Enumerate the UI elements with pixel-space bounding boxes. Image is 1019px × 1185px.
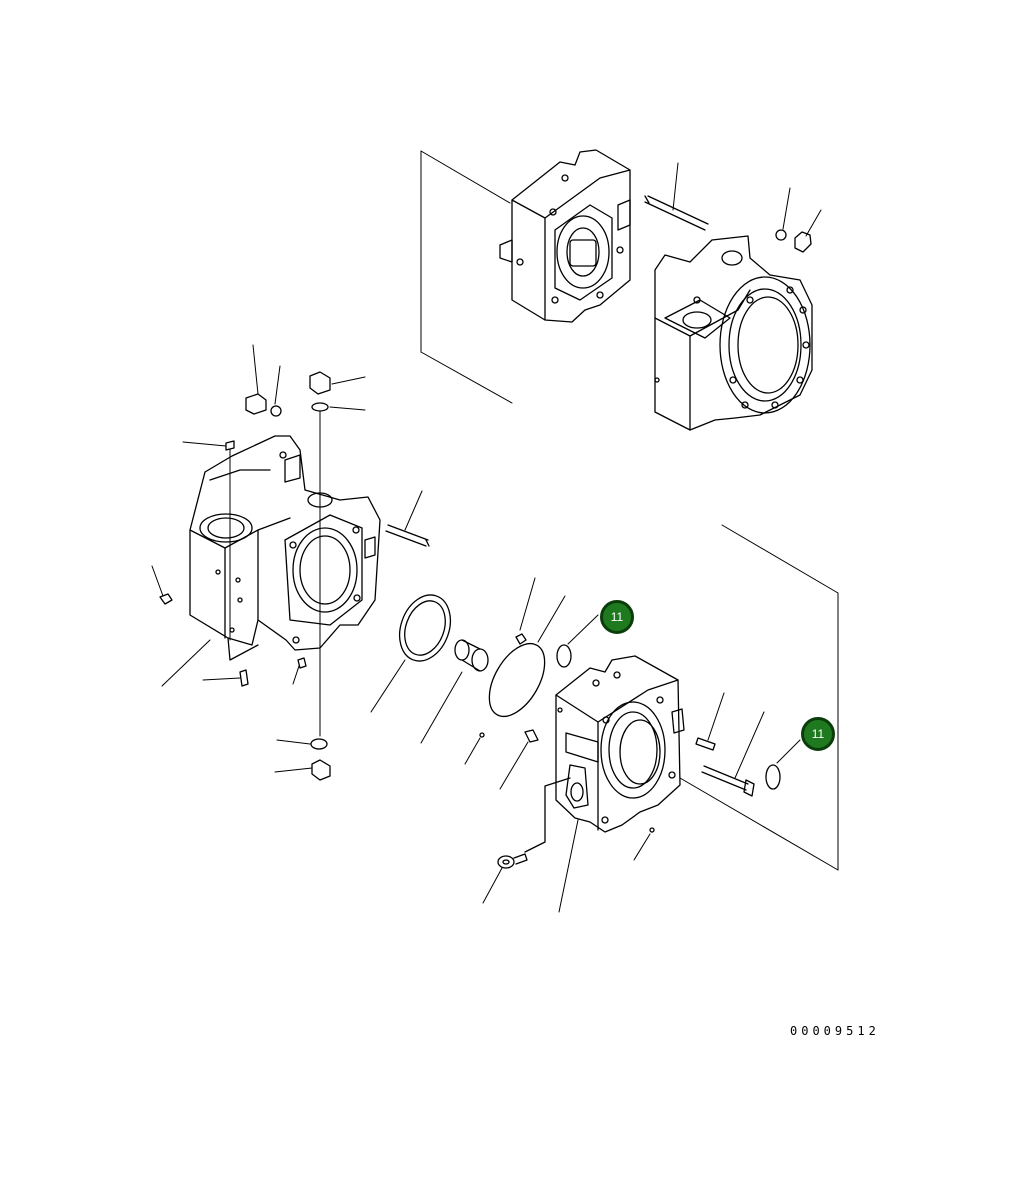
group-bracket-bottom <box>420 351 513 404</box>
o-ring-large <box>488 643 546 717</box>
valve-body <box>189 435 381 661</box>
screw-top <box>225 440 235 451</box>
top-assembly <box>420 149 822 431</box>
stud-bolt <box>385 490 430 547</box>
callout-lower-label: 11 <box>811 727 825 741</box>
bottom-right-assembly <box>482 524 839 913</box>
callout-upper-label: 11 <box>610 610 624 624</box>
seal-ring-outer <box>398 594 452 662</box>
ball <box>479 732 485 738</box>
callout-upper[interactable]: 11 <box>600 600 634 634</box>
nut <box>794 231 812 253</box>
dowel-pin <box>524 729 539 743</box>
end-cover <box>499 149 631 323</box>
screw-small <box>297 657 307 669</box>
plug-left <box>159 593 173 605</box>
left-assembly <box>151 344 430 781</box>
o-ring-top <box>311 402 329 412</box>
group-bracket-lower <box>679 777 839 871</box>
pin-left <box>239 669 249 687</box>
bolt <box>701 711 765 797</box>
ball-lower <box>649 827 655 833</box>
group-bracket-top-right <box>721 524 839 594</box>
pin <box>695 737 716 751</box>
o-ring-small <box>270 405 282 417</box>
pump-housing <box>654 235 813 431</box>
bearing <box>454 639 489 672</box>
plug-top <box>309 371 331 395</box>
middle-parts <box>370 577 599 790</box>
o-ring-port-upper <box>556 644 572 668</box>
group-bracket-top <box>420 150 511 204</box>
diagram-code: 00009512 <box>790 1024 880 1038</box>
cap <box>245 393 267 415</box>
eye-bolt <box>497 777 571 869</box>
o-ring-port-lower <box>765 764 781 790</box>
washer <box>775 229 787 241</box>
callout-lower[interactable]: 11 <box>801 717 835 751</box>
tie-bolt <box>644 162 709 231</box>
rear-housing <box>555 655 685 833</box>
o-ring-bottom <box>310 738 328 750</box>
plug-bottom <box>311 759 331 781</box>
spacer <box>515 633 527 645</box>
